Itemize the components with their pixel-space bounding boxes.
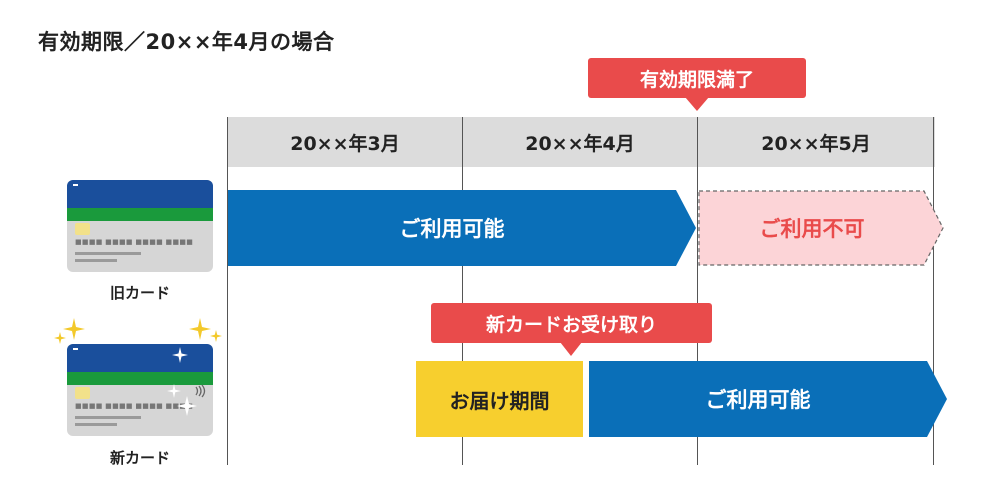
old-card-image: ■■■■ ■■■■ ■■■■ ■■■■ <box>67 180 213 272</box>
old-card-label: 旧カード <box>109 284 170 302</box>
grid-line <box>933 117 934 465</box>
new-card-label: 新カード <box>109 449 170 467</box>
delivery-period-box: お届け期間 <box>416 361 583 437</box>
chip-icon <box>75 223 90 235</box>
timeline-header <box>228 117 935 167</box>
contactless-icon <box>195 384 206 398</box>
new-card-image: ■■■■ ■■■■ ■■■■ ■■■■ <box>67 344 213 436</box>
new-card-available-bar <box>589 361 947 437</box>
old-card-available-bar <box>228 190 696 266</box>
grid-line <box>697 117 698 465</box>
receive-tag-label: 新カードお受け取り <box>485 313 657 336</box>
sparkle-icon <box>167 384 181 398</box>
sparkle-icon <box>189 318 222 342</box>
card-number: ■■■■ ■■■■ ■■■■ ■■■■ <box>75 238 194 246</box>
expiry-tag: 有効期限満了 <box>588 58 806 98</box>
new-card-available-label: ご利用可能 <box>705 388 811 412</box>
month-may: 20××年5月 <box>761 132 871 155</box>
sparkle-icon <box>54 318 85 344</box>
delivery-period-label: お届け期間 <box>449 388 550 413</box>
expiry-tag-label: 有効期限満了 <box>639 68 754 91</box>
old-card-unavailable-bar <box>698 190 944 266</box>
sparkle-icon <box>177 396 197 416</box>
page-title: 有効期限／20××年4月の場合 <box>38 30 335 54</box>
receive-tag: 新カードお受け取り <box>431 303 712 343</box>
month-april: 20××年4月 <box>525 132 635 155</box>
old-card-available-label: ご利用可能 <box>399 217 505 241</box>
expiry-pointer-icon <box>685 97 709 111</box>
card-number: ■■■■ ■■■■ ■■■■ ■■■■ <box>75 402 194 410</box>
grid-line <box>462 117 463 465</box>
grid-line <box>227 117 228 465</box>
receive-pointer-icon <box>560 342 582 356</box>
sparkle-icon <box>172 347 188 363</box>
old-card-unavailable-label: ご利用不可 <box>759 217 865 241</box>
month-march: 20××年3月 <box>290 132 400 155</box>
chip-icon <box>75 387 90 399</box>
